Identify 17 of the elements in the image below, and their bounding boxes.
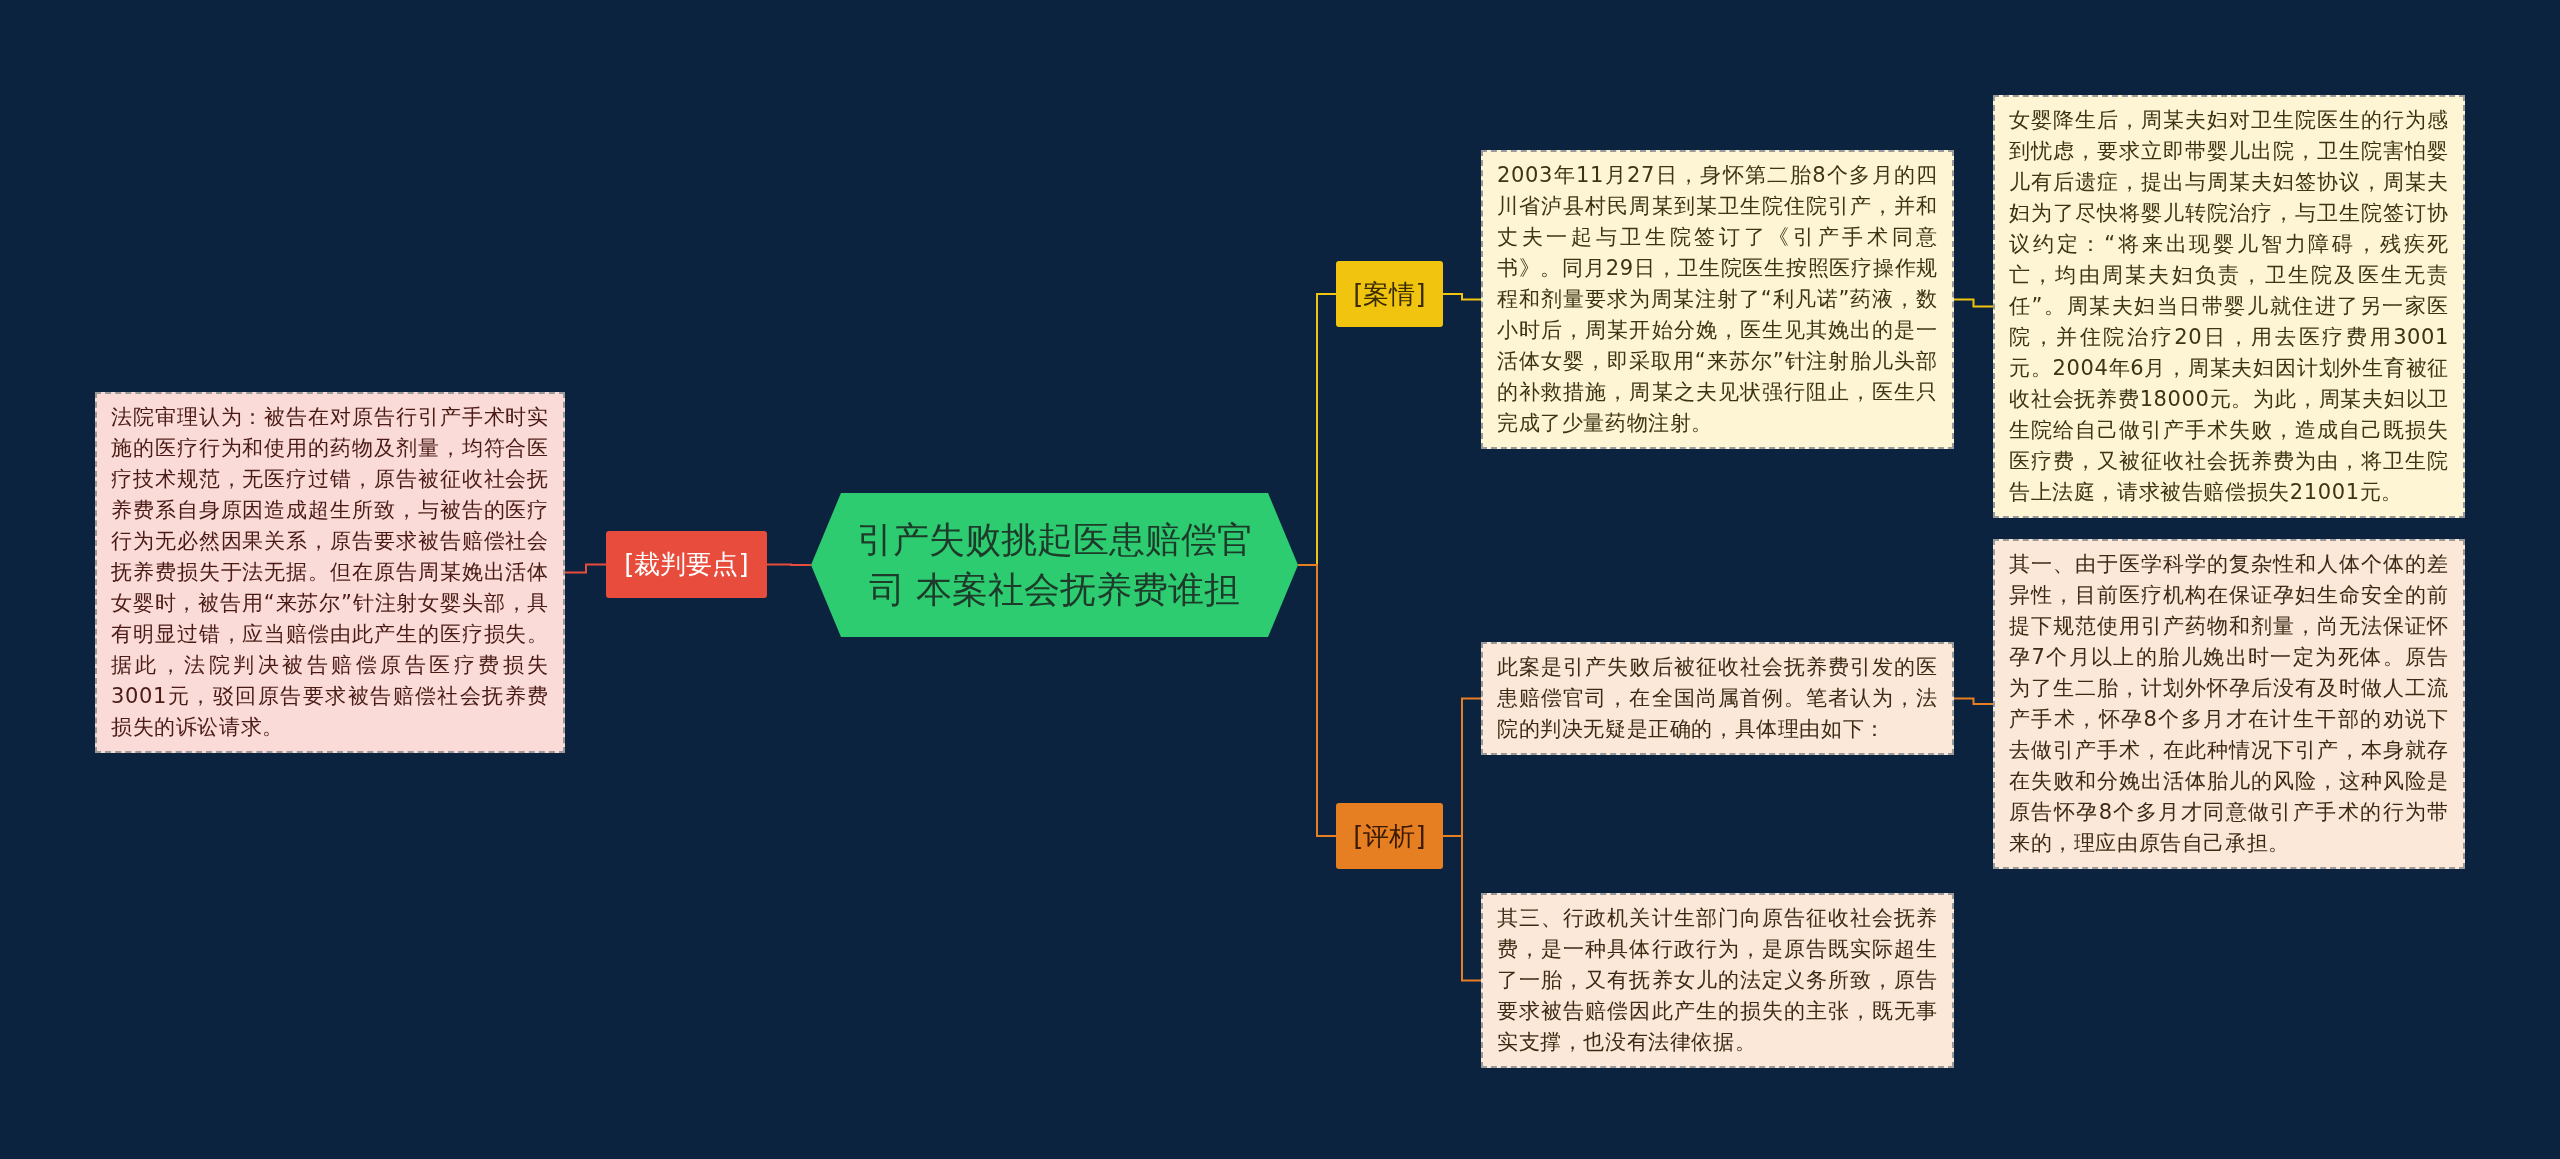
connector xyxy=(766,563,812,566)
text-box: 此案是引产失败后被征收社会抚养费引发的医患赔偿官司，在全国尚属首例。笔者认为，法院的判决无疑是正确的，具体理由如下： xyxy=(1481,642,1954,755)
text-box: 其三、行政机关计生部门向原告征收社会抚养费，是一种具体行政行为，是原告既实际超生了一胎，又有抚养女儿的法定义务所致，原告要求被告赔偿因此产生的损失的主张，既无事实支撑，也没有法律依据。 xyxy=(1481,893,1954,1068)
category-box: [评析] xyxy=(1336,803,1443,869)
category-box: [案情] xyxy=(1336,261,1443,327)
text-box: 法院审理认为：被告在对原告行引产手术时实施的医疗行为和使用的药物及剂量，均符合医疗技术规范，无医疗过错，原告被征收社会抚养费系自身原因造成超生所致，与被告的医疗行为无必然因果关系，原告要求被告赔偿社会抚养费损失于法无据。但在原告周某娩出活体女婴时，被告用“来苏尔”针注射女婴头部，具有明显过错，应当赔偿由此产生的医疗损失。据此，法院判决被告赔偿原告医疗费损失3001元，驳回原告要求被告赔偿社会抚养费损失的诉讼请求。 xyxy=(95,392,565,753)
connector xyxy=(1953,697,1994,705)
connector xyxy=(564,563,607,574)
connector xyxy=(1953,298,1994,308)
text-box: 其一、由于医学科学的复杂性和人体个体的差异性，目前医疗机构在保证孕妇生命安全的前提下规范使用引产药物和剂量，尚无法保证怀孕7个月以上的胎儿娩出时一定为死体。原告为了生二胎，计划外怀孕后没有及时做人工流产手术，怀孕8个多月才在计生干部的劝说下去做引产手术，在此种情况下引产，本身就存在失败和分娩出活体胎儿的风险，这种风险是原告怀孕8个多月才同意做引产手术的行为带来的，理应由原告自己承担。 xyxy=(1993,539,2465,869)
connector xyxy=(1297,564,1337,837)
topic-hexagon: 引产失败挑起医患赔偿官司 本案社会抚养费谁担 xyxy=(811,493,1298,637)
connector xyxy=(1442,835,1482,982)
category-box: [裁判要点] xyxy=(606,531,767,598)
text-box: 女婴降生后，周某夫妇对卫生院医生的行为感到忧虑，要求立即带婴儿出院，卫生院害怕婴儿有后遗症，提出与周某夫妇签协议，周某夫妇为了尽快将婴儿转院治疗，与卫生院签订协议约定：“将来出现婴儿智力障碍，残疾死亡，均由周某夫妇负责，卫生院及医生无责任”。周某夫妇当日带婴儿就住进了另一家医院，并住院治疗20日，用去医疗费用3001元。2004年6月，周某夫妇因计划外生育被征收社会抚养费18000元。为此，周某夫妇以卫生院给自己做引产手术失败，造成自己既损失医疗费，又被征收社会抚养费为由，将卫生院告上法庭，请求被告赔偿损失21001元。 xyxy=(1993,95,2465,518)
text-box: 2003年11月27日，身怀第二胎8个多月的四川省泸县村民周某到某卫生院住院引产，并和丈夫一起与卫生院签订了《引产手术同意书》。同月29日，卫生院医生按照医疗操作规程和剂量要求为周某注射了“利凡诺”药液，数小时后，周某开始分娩，医生见其娩出的是一活体女婴，即采取用“来苏尔”针注射胎儿头部的补救措施，周某之夫见状强行阻止，医生只完成了少量药物注射。 xyxy=(1481,150,1954,449)
connector xyxy=(1442,293,1482,301)
